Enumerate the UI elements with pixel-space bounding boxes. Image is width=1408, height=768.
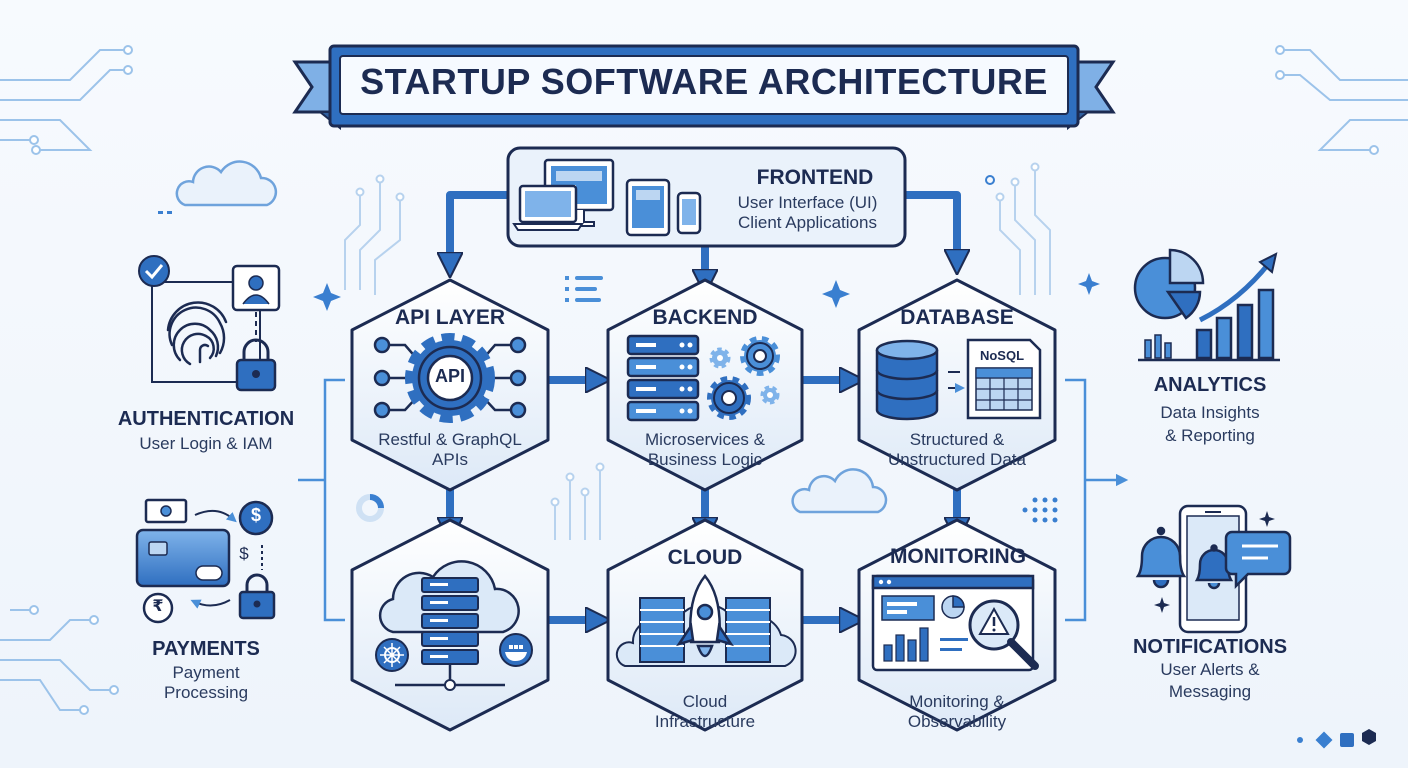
cloud-node bbox=[350, 518, 550, 732]
database-desc-line1: Structured & bbox=[909, 430, 1005, 449]
cloud-infra-node bbox=[606, 518, 804, 732]
monitoring-desc-line2: Observability bbox=[907, 712, 1007, 731]
bar-chart-icon bbox=[1138, 288, 1280, 362]
sparkle-decor bbox=[313, 273, 1275, 613]
circuit-decor-center-left bbox=[344, 174, 405, 295]
title-banner bbox=[292, 44, 1116, 131]
circuit-decor-right-top bbox=[1275, 45, 1408, 155]
rupee-symbol: ₹ bbox=[152, 598, 164, 615]
analytics-icon-group bbox=[1133, 248, 1280, 362]
database-desc-line2: Unstructured Data bbox=[888, 450, 1026, 469]
trend-arrow-icon bbox=[1198, 252, 1278, 323]
payments-desc-line2: Processing bbox=[163, 683, 249, 702]
gear-icon bbox=[707, 336, 780, 420]
nosql-label: NoSQL bbox=[979, 348, 1025, 363]
server-icon bbox=[639, 597, 771, 663]
user-icon bbox=[231, 264, 281, 312]
notifications-desc-line1: User Alerts & bbox=[1160, 660, 1260, 679]
api-hub-icon bbox=[373, 333, 527, 423]
coin-icon bbox=[142, 592, 174, 624]
monitoring-title: MONITORING bbox=[889, 545, 1027, 568]
cloud-desc-line1: Cloud bbox=[682, 692, 728, 711]
api-layer-desc-line2: APIs bbox=[432, 450, 468, 469]
server-icon bbox=[395, 577, 505, 691]
lock-icon bbox=[238, 573, 276, 620]
frontend-box bbox=[506, 146, 907, 248]
notifications-icon-group bbox=[1135, 504, 1292, 634]
dollar-symbol: $ bbox=[239, 544, 249, 563]
backend-desc-line1: Microservices & bbox=[645, 430, 765, 449]
payments-title: PAYMENTS bbox=[152, 638, 260, 660]
spreadsheet-icon bbox=[966, 338, 1042, 420]
decor-ring bbox=[356, 494, 384, 522]
database-node bbox=[857, 278, 1057, 492]
chat-bubble-icon bbox=[1224, 530, 1292, 590]
banknote-icon bbox=[144, 498, 188, 524]
bell-icon bbox=[1135, 526, 1187, 589]
decor-lines bbox=[565, 276, 603, 302]
authentication-icon-group bbox=[138, 255, 281, 392]
database-title: DATABASE bbox=[900, 306, 1014, 329]
monitoring-node bbox=[857, 518, 1057, 732]
fingerprint-icon bbox=[166, 301, 228, 366]
backend-desc-line2: Business Logic bbox=[647, 450, 763, 469]
kubernetes-icon bbox=[375, 638, 409, 672]
cloud-decor bbox=[175, 160, 888, 514]
circuit-decor-center-right bbox=[995, 162, 1051, 295]
side-connectors bbox=[298, 378, 1129, 622]
checkmark-icon bbox=[138, 255, 170, 287]
gear-icon bbox=[405, 333, 495, 423]
frontend-desc-line2: Client Applications bbox=[738, 213, 877, 232]
rocket-icon bbox=[676, 574, 734, 658]
circuit-decor-left-top bbox=[0, 45, 133, 155]
cloud-title: CLOUD bbox=[667, 546, 743, 569]
database-icon bbox=[875, 339, 939, 421]
docker-icon bbox=[499, 633, 533, 667]
cloud-desc-line2: Infrastructure bbox=[654, 712, 756, 731]
magnifier-icon bbox=[968, 599, 1039, 670]
warning-icon bbox=[978, 606, 1010, 635]
backend-node bbox=[606, 278, 804, 492]
page-title: STARTUP SOFTWARE ARCHITECTURE bbox=[360, 61, 1048, 102]
frontend-desc-line1: User Interface (UI) bbox=[737, 193, 878, 212]
payments-icon-group bbox=[135, 498, 276, 624]
frontend-title: FRONTEND bbox=[756, 166, 874, 189]
api-layer-node bbox=[350, 278, 550, 492]
credit-card-icon bbox=[135, 528, 231, 588]
lock-icon bbox=[235, 338, 277, 392]
api-badge: API bbox=[434, 366, 465, 386]
pie-chart-icon bbox=[941, 595, 965, 619]
analytics-desc-line2: & Reporting bbox=[1165, 426, 1255, 445]
decor-dots bbox=[158, 175, 1376, 749]
circuit-decor-left-bottom bbox=[0, 605, 119, 715]
coin-icon bbox=[238, 500, 274, 536]
authentication-title: AUTHENTICATION bbox=[117, 408, 295, 430]
monitoring-desc-line1: Monitoring & bbox=[909, 692, 1005, 711]
analytics-desc-line1: Data Insights bbox=[1160, 403, 1260, 422]
server-icon bbox=[626, 334, 700, 422]
backend-title: BACKEND bbox=[652, 306, 758, 329]
devices-icon bbox=[512, 158, 702, 237]
pie-chart-icon bbox=[1133, 248, 1205, 320]
coin-dollar-symbol: $ bbox=[250, 505, 261, 525]
api-layer-desc-line1: Restful & GraphQL bbox=[378, 430, 522, 449]
bar-chart-icon bbox=[883, 627, 929, 662]
analytics-title: ANALYTICS bbox=[1153, 374, 1267, 396]
notifications-title: NOTIFICATIONS bbox=[1132, 636, 1288, 658]
notifications-desc-line2: Messaging bbox=[1168, 682, 1252, 701]
circuit-decor-middle bbox=[550, 462, 605, 540]
payments-desc-line1: Payment bbox=[172, 663, 240, 682]
api-layer-title: API LAYER bbox=[394, 306, 506, 329]
authentication-desc: User Login & IAM bbox=[139, 434, 273, 453]
